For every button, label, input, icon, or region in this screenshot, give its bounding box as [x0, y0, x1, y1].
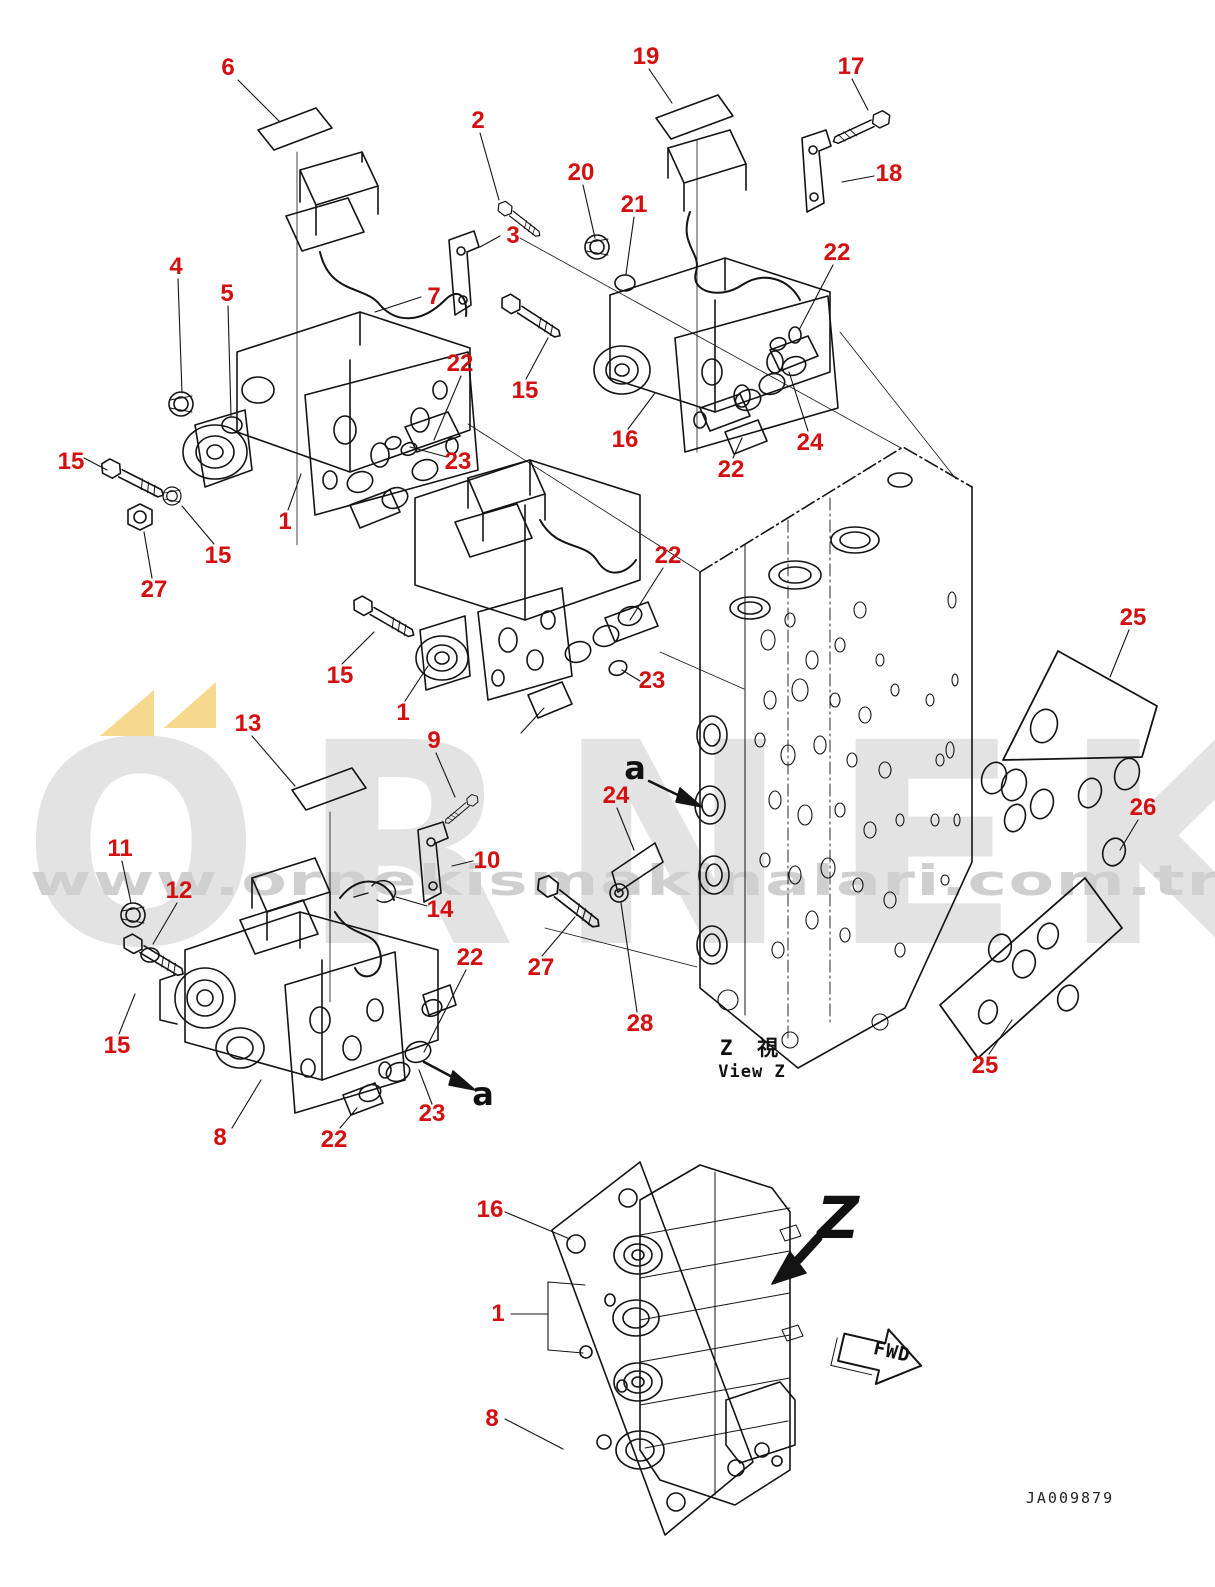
callout-27: 27: [140, 576, 168, 603]
callout-22: 22: [446, 350, 474, 377]
callout-22: 22: [654, 542, 682, 569]
view-z-label-en: View Z: [718, 1062, 786, 1082]
callout-27: 27: [527, 954, 555, 981]
callout-4: 4: [169, 253, 183, 280]
view-z-label-zh: Z 視: [719, 1036, 785, 1060]
callout-5: 5: [220, 280, 234, 307]
callout-12: 12: [165, 877, 193, 904]
solenoid-valve-unit-4: [159, 857, 457, 1116]
solenoid-valve-unit-1: [182, 107, 480, 529]
callout-23: 23: [638, 667, 666, 694]
callout-15: 15: [103, 1032, 131, 1059]
solenoid-valve-unit-2: [593, 94, 839, 455]
callout-1: 1: [278, 508, 292, 535]
callout-7: 7: [427, 283, 441, 310]
callout-1: 1: [491, 1300, 505, 1327]
callout-17: 17: [837, 53, 865, 80]
callout-20: 20: [567, 159, 595, 186]
callout-23: 23: [444, 448, 472, 475]
section-marker-a: a: [624, 749, 646, 787]
callout-24: 24: [602, 782, 630, 809]
callout-15: 15: [326, 662, 354, 689]
construction-lines: [296, 139, 957, 1003]
section-arrow-icon: [422, 779, 703, 1091]
callout-24: 24: [796, 429, 824, 456]
callout-26: 26: [1129, 794, 1157, 821]
callout-28: 28: [626, 1010, 654, 1037]
callout-9: 9: [427, 727, 441, 754]
callout-25: 25: [1119, 604, 1147, 631]
callout-22: 22: [717, 456, 745, 483]
fasteners-and-seals: [97, 108, 894, 982]
callout-10: 10: [473, 847, 501, 874]
callout-6: 6: [221, 54, 235, 81]
assembled-view-bottom: [551, 1161, 923, 1536]
gasket-plate-25-lower: [939, 877, 1123, 1059]
section-marker-a: a: [472, 1075, 494, 1113]
callout-13: 13: [234, 710, 262, 737]
callout-2: 2: [471, 107, 485, 134]
callout-1: 1: [396, 699, 410, 726]
callout-3: 3: [506, 222, 520, 249]
solenoid-valve-unit-3: [291, 459, 659, 903]
callout-19: 19: [632, 43, 660, 70]
callout-22: 22: [823, 239, 851, 266]
callout-23: 23: [418, 1100, 446, 1127]
callout-15: 15: [57, 448, 85, 475]
callout-8: 8: [213, 1124, 227, 1151]
gasket-plate-25-upper: [980, 650, 1158, 867]
callout-22: 22: [320, 1126, 348, 1153]
z-direction-letter: Z: [816, 1184, 860, 1252]
callout-14: 14: [426, 896, 454, 923]
callout-15: 15: [511, 377, 539, 404]
callout-16: 16: [611, 426, 639, 453]
watermark-brand: ORNEK: [22, 684, 1215, 1010]
callout-25: 25: [971, 1052, 999, 1079]
callout-18: 18: [875, 160, 903, 187]
drawing-code: JA009879: [1025, 1489, 1115, 1507]
callout-16: 16: [476, 1196, 504, 1223]
callout-22: 22: [456, 944, 484, 971]
callout-15: 15: [204, 542, 232, 569]
callout-11: 11: [107, 835, 133, 862]
manifold-block: [611, 446, 973, 1069]
fwd-arrow-icon: [830, 1328, 923, 1385]
z-direction-arrow-icon: [771, 1233, 823, 1285]
callout-21: 21: [620, 191, 648, 218]
leader-lines: [83, 68, 1139, 1450]
callout-8: 8: [485, 1405, 499, 1432]
